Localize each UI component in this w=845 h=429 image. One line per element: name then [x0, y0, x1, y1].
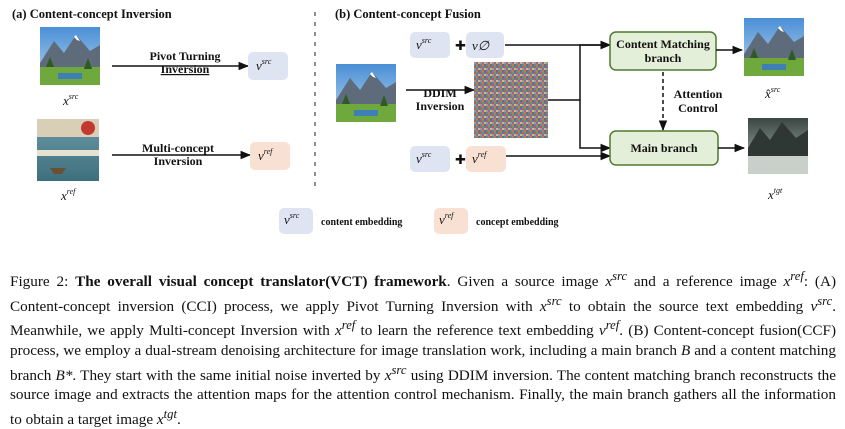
v-ref-box-a	[250, 142, 290, 170]
x-src-label: xsrc	[62, 92, 79, 108]
v-null-label: v∅	[472, 38, 490, 53]
attention-label-1: Attention	[674, 87, 723, 101]
framework-figure: (a) Content-concept Inversion xsrc xref …	[12, 7, 808, 234]
reference-image-thumb	[37, 119, 99, 181]
content-matching-branch	[609, 31, 717, 71]
x-ref-label: xref	[60, 187, 77, 203]
cm-branch-label-2: branch	[645, 51, 682, 65]
v-ref-label-b: vref	[472, 150, 488, 166]
cm-branch-label-1: Content Matching	[616, 37, 710, 51]
source-image-thumb	[40, 27, 100, 85]
noise-to-cm-arrow	[548, 40, 612, 101]
figure-caption: Figure 2: The overall visual concept tra…	[10, 269, 837, 428]
legend-concept-symbol: vref	[439, 211, 455, 227]
legend-content-box	[279, 208, 313, 234]
v-src-label-b-top: vsrc	[416, 36, 432, 52]
ddim-label-1: DDIM	[423, 86, 456, 100]
ddim-label-2: Inversion	[416, 99, 465, 113]
attention-label-2: Control	[678, 101, 718, 115]
pivot-label-2: Inversion	[161, 62, 210, 76]
v-ref-label-a: vref	[258, 147, 274, 163]
main-branch-label: Main branch	[630, 141, 697, 155]
v-src-label-a: vsrc	[256, 57, 272, 73]
panel-a-title: (a) Content-concept Inversion	[12, 7, 172, 21]
legend-concept-box	[434, 208, 468, 234]
caption-title: The overall visual concept translator(VC…	[75, 273, 447, 291]
ccf-source-image	[336, 64, 396, 122]
legend-content-text: content embedding	[321, 217, 402, 228]
pivot-label-1: Pivot Turning	[149, 49, 220, 63]
v-null-box	[466, 32, 504, 58]
x-tgt-label: xtgt	[767, 186, 783, 202]
legend-concept-text: concept embedding	[476, 217, 559, 228]
v-ref-box-b	[466, 146, 506, 172]
multi-label-2: Inversion	[154, 154, 203, 168]
target-image	[748, 118, 808, 174]
v-src-box-a	[248, 52, 288, 80]
legend-content-symbol: vsrc	[284, 211, 300, 227]
v-src-label-b-bottom: vsrc	[416, 150, 432, 166]
plus-icon-bottom: ✚	[455, 152, 466, 167]
v-src-box-b-bottom	[410, 146, 450, 172]
plus-icon-top: ✚	[455, 38, 466, 53]
panel-b-title: (b) Content-concept Fusion	[335, 7, 481, 21]
multi-label-1: Multi-concept	[142, 141, 214, 155]
noise-image	[474, 62, 548, 138]
reconstructed-image	[744, 18, 804, 76]
noise-to-main-arrow	[579, 100, 612, 153]
xhat-src-label: x̂src	[764, 85, 781, 101]
v-src-box-b-top	[410, 32, 450, 58]
